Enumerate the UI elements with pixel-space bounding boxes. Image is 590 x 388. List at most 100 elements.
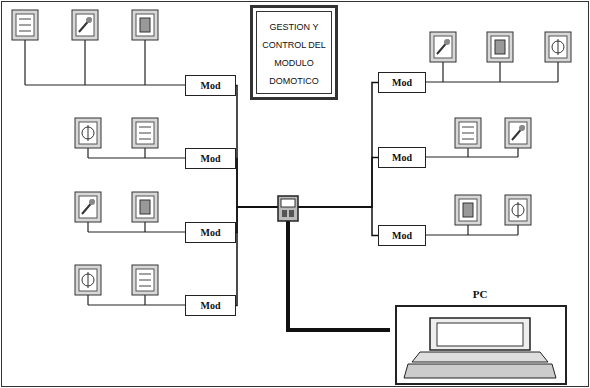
- device-wire: [88, 231, 185, 232]
- title-text: GESTION Y CONTROL DEL MODULO DOMOTICO: [261, 18, 327, 90]
- bus-connector: [236, 159, 390, 331]
- bus-connector: [288, 207, 390, 330]
- laptop-symbol: [396, 306, 566, 384]
- device-stub: [442, 62, 443, 82]
- device-detail: [139, 280, 151, 281]
- device-detail: [88, 272, 89, 288]
- device-icon: [505, 195, 531, 225]
- device-detail: [86, 17, 92, 23]
- device-icon: [132, 10, 158, 40]
- device-detail: [512, 126, 524, 140]
- device-icon: [430, 32, 456, 62]
- hub-screen: [281, 199, 295, 207]
- module-box: Mod: [378, 147, 426, 168]
- device-face: [136, 14, 154, 36]
- device-face: [491, 36, 509, 58]
- device-face: [509, 199, 527, 221]
- device-icon: [132, 192, 158, 222]
- device-face: [136, 122, 154, 144]
- device-icon: [75, 118, 101, 148]
- device-icon: [75, 192, 101, 222]
- hub-port: [282, 210, 287, 217]
- device-face: [79, 269, 97, 291]
- device-wire: [420, 81, 558, 82]
- device-stub: [84, 40, 85, 85]
- device-detail: [139, 139, 151, 140]
- module-box: Mod: [185, 295, 236, 316]
- device-stub: [467, 148, 468, 157]
- hub-port: [289, 210, 294, 217]
- device-icon: [72, 10, 98, 40]
- device-icon: [455, 195, 481, 225]
- device-icon: [487, 32, 513, 62]
- drawing-part: [412, 352, 548, 362]
- device-stub: [144, 148, 145, 158]
- module-label: Mod: [186, 296, 235, 315]
- device-stub: [144, 40, 145, 85]
- device-detail: [558, 39, 559, 55]
- device-detail: [518, 202, 519, 218]
- device-face: [136, 196, 154, 218]
- drawing-part: [404, 364, 556, 378]
- bus-connector: [236, 207, 390, 330]
- device-detail: [89, 199, 95, 205]
- device-face: [434, 36, 452, 58]
- title-box: GESTION Y CONTROL DEL MODULO DOMOTICO: [250, 5, 338, 100]
- device-icon: [455, 118, 481, 148]
- device-detail: [437, 40, 449, 54]
- device-wire: [88, 157, 185, 158]
- device-detail: [139, 127, 151, 128]
- device-icon: [75, 265, 101, 295]
- module-label: Mod: [186, 76, 235, 95]
- device-detail: [79, 18, 91, 32]
- device-stub: [144, 222, 145, 232]
- device-stub: [87, 295, 88, 305]
- device-detail: [139, 286, 151, 287]
- module-label: Mod: [186, 149, 235, 168]
- device-detail: [495, 40, 505, 54]
- device-detail: [140, 200, 150, 214]
- device-detail: [82, 200, 94, 214]
- module-label: Mod: [186, 223, 235, 242]
- device-face: [79, 196, 97, 218]
- device-face: [459, 122, 477, 144]
- device-stub: [24, 40, 25, 85]
- device-face: [509, 122, 527, 144]
- pc-cable: [288, 220, 390, 330]
- bus-connector: [236, 207, 390, 330]
- device-detail: [139, 133, 151, 134]
- device-stub: [144, 295, 145, 305]
- device-stub: [87, 148, 88, 158]
- device-icon: [132, 265, 158, 295]
- device-detail: [444, 39, 450, 45]
- device-detail: [19, 25, 31, 26]
- bus-connector: [288, 83, 390, 331]
- device-icon: [545, 32, 571, 62]
- device-stub: [557, 62, 558, 82]
- device-wire: [420, 156, 518, 157]
- module-label: Mod: [379, 148, 425, 167]
- device-detail: [88, 125, 89, 141]
- device-face: [16, 14, 34, 36]
- device-detail: [19, 31, 31, 32]
- device-detail: [462, 127, 474, 128]
- device-face: [549, 36, 567, 58]
- module-label: Mod: [379, 73, 425, 92]
- pc-label: PC: [390, 288, 570, 300]
- module-label: Mod: [379, 226, 425, 245]
- bus-connector: [288, 158, 390, 331]
- device-face: [136, 269, 154, 291]
- device-icon: [132, 118, 158, 148]
- drawing-part: [396, 306, 566, 384]
- device-detail: [139, 274, 151, 275]
- module-box: Mod: [378, 225, 426, 246]
- pc-node: PC: [390, 288, 570, 385]
- device-icon: [505, 118, 531, 148]
- drawing-part: [437, 323, 523, 346]
- device-stub: [517, 148, 518, 157]
- device-detail: [140, 18, 150, 32]
- device-stub: [517, 225, 518, 235]
- device-stub: [87, 222, 88, 232]
- hub-body: [278, 196, 298, 221]
